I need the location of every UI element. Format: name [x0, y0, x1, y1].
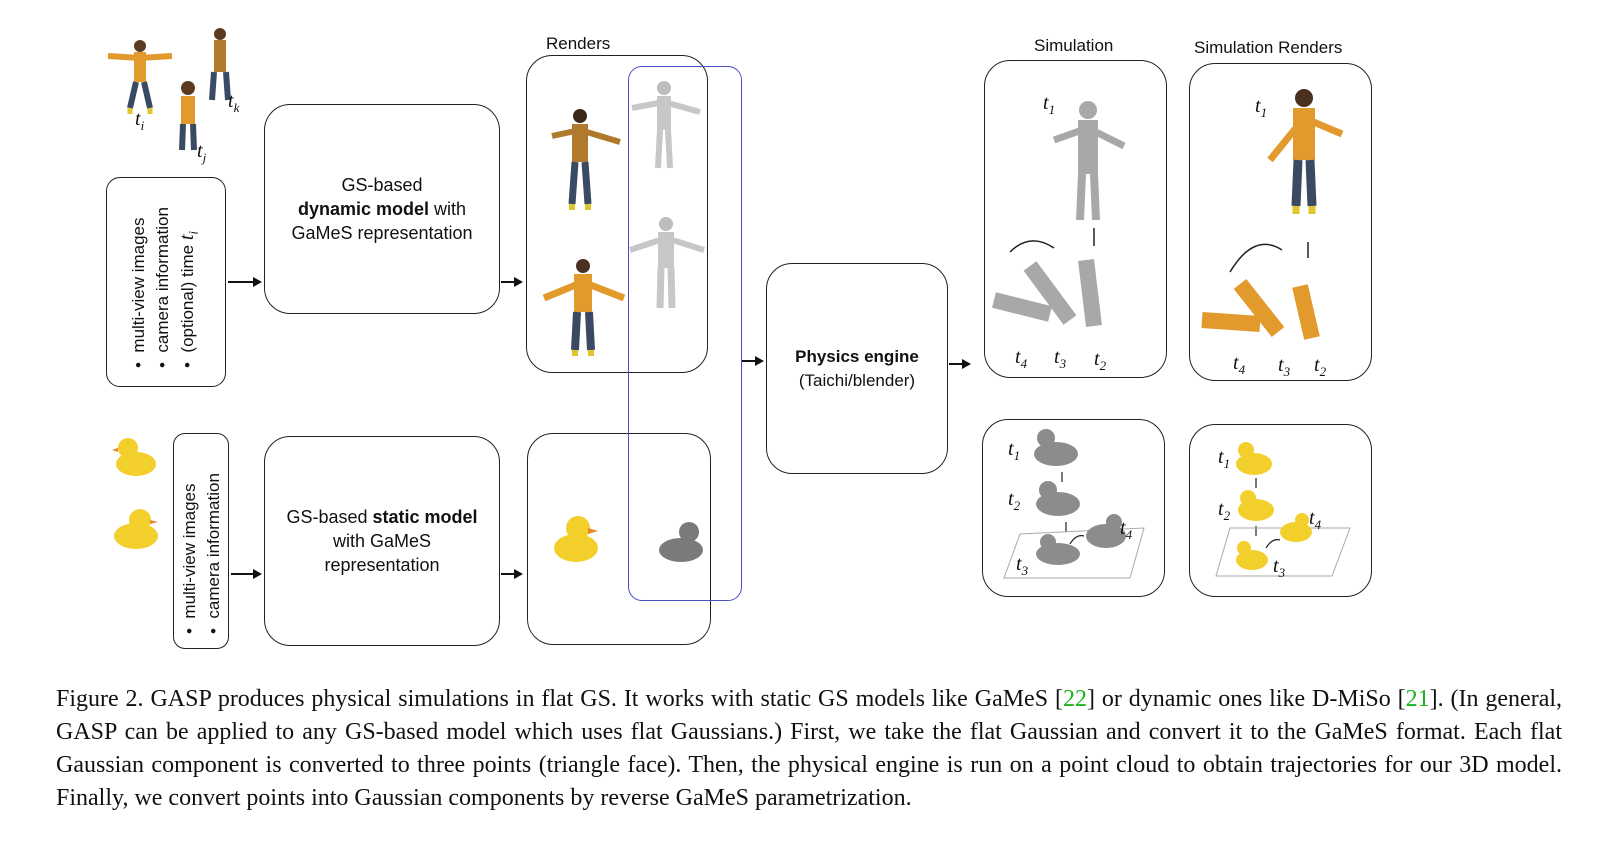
physics-engine-subtitle: (Taichi/blender)	[798, 370, 916, 390]
static-model-line1: GS-based static model	[286, 507, 478, 527]
sim-human-t3: t3	[1054, 346, 1067, 371]
sim-render-human-t1: t1	[1255, 95, 1268, 120]
sim-duck-t3: t3	[1016, 553, 1029, 578]
sim-render-human-t4: t4	[1233, 352, 1246, 377]
static-input-box: • multi-view images • camera information	[173, 433, 229, 649]
arrow-input-to-static	[231, 569, 262, 579]
citation-link-22[interactable]: 22	[1062, 686, 1087, 712]
sim-human-t1: t1	[1043, 92, 1056, 117]
arrow-renders-to-physics	[742, 356, 764, 366]
dynamic-input-item: • (optional) time ti	[176, 230, 201, 368]
citation-link-21[interactable]: 21	[1405, 686, 1430, 712]
physics-engine-title: Physics engine	[795, 346, 919, 366]
gaussian-highlight-box	[628, 66, 742, 601]
render-human-back	[551, 109, 621, 210]
arrow-dynamic-to-renders	[501, 277, 523, 287]
dynamic-model-box: GS-based dynamic model with GaMeS repres…	[264, 104, 500, 314]
static-model-line3: representation	[324, 555, 440, 575]
render-gray-human-2	[629, 217, 705, 309]
render-human-front	[542, 259, 626, 356]
sim-duck-t4: t4	[1120, 517, 1133, 542]
dynamic-input-list: • multi-view images • camera information…	[127, 207, 205, 368]
duck-input-2	[114, 509, 158, 549]
sim-render-duck	[1215, 442, 1351, 577]
simulation-render-duck-box	[1189, 424, 1372, 597]
dynamic-input-box: • multi-view images • camera information…	[106, 177, 226, 387]
static-input-item: • camera information	[204, 473, 223, 634]
sim-human-t4: t4	[1015, 346, 1028, 371]
dynamic-model-line1: GS-based	[341, 175, 423, 195]
dynamic-model-line2: dynamic model with	[297, 199, 467, 219]
time-label-ti: ti	[135, 108, 145, 133]
simulation-human-box	[984, 60, 1167, 378]
static-model-line2: with GaMeS	[332, 531, 432, 551]
sim-render-duck-t4: t4	[1309, 507, 1322, 532]
render-duck-gray	[659, 522, 703, 562]
time-label-tj: tj	[197, 140, 207, 165]
static-model-box: GS-based static model with GaMeS represe…	[264, 436, 500, 646]
human-figure-tj	[179, 81, 197, 151]
sim-render-human	[1201, 89, 1344, 340]
sim-render-human-t2: t2	[1314, 354, 1327, 379]
static-input-item: • multi-view images	[180, 483, 199, 635]
arrow-input-to-dynamic	[228, 277, 262, 287]
dynamic-model-line3: GaMeS representation	[291, 223, 473, 243]
sim-human-points	[992, 101, 1126, 327]
duck-input-1	[112, 438, 156, 476]
simulation-label: Simulation	[1034, 36, 1114, 55]
sim-duck-t1: t1	[1008, 438, 1021, 463]
sim-duck-t2: t2	[1008, 488, 1021, 513]
time-label-tk: tk	[228, 90, 240, 115]
human-figure-tk	[209, 28, 231, 101]
dynamic-input-item: • camera information	[153, 207, 172, 368]
render-gray-human-1	[631, 81, 701, 169]
sim-duck-points	[1003, 429, 1145, 579]
sim-render-duck-t1: t1	[1218, 446, 1231, 471]
sim-render-duck-t3: t3	[1273, 555, 1286, 580]
human-figure-ti	[107, 40, 173, 114]
sim-human-t2: t2	[1094, 348, 1107, 373]
dynamic-input-item: • multi-view images	[129, 217, 148, 369]
arrow-physics-to-simulation	[949, 359, 971, 369]
static-input-list: • multi-view images • camera information	[178, 473, 226, 634]
simulation-renders-label: Simulation Renders	[1194, 38, 1343, 57]
figure-caption: Figure 2. GASP produces physical simulat…	[56, 686, 1563, 811]
renders-label: Renders	[546, 34, 611, 53]
sim-render-human-t3: t3	[1278, 354, 1291, 379]
arrow-static-to-renders	[501, 569, 523, 579]
physics-engine-box: Physics engine (Taichi/blender)	[766, 263, 948, 474]
sim-render-duck-t2: t2	[1218, 498, 1231, 523]
render-duck-yellow	[554, 516, 598, 562]
